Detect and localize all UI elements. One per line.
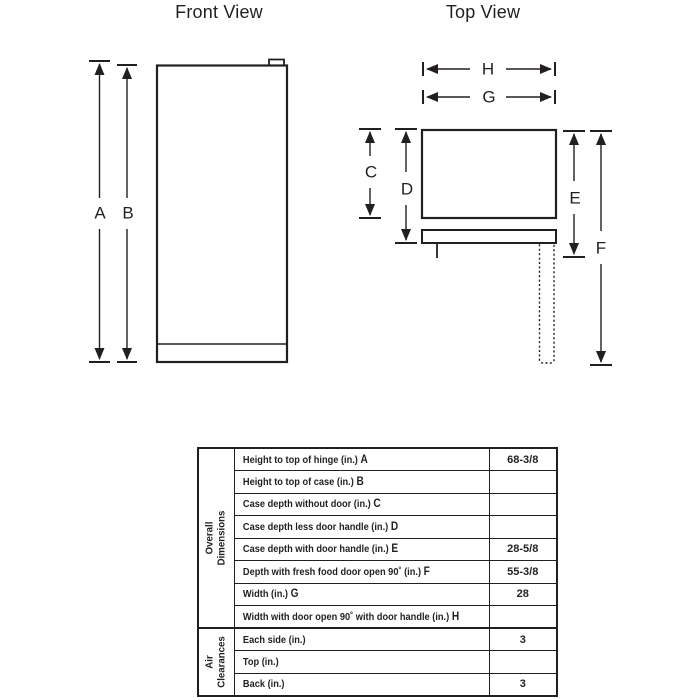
table-row: Width with door open 90˚ with door handl… bbox=[198, 605, 558, 629]
table-row: Top (in.) bbox=[198, 650, 558, 674]
dimension-diagram bbox=[89, 58, 612, 366]
dim-d-arrow bbox=[395, 128, 417, 244]
dim-b-arrow bbox=[117, 64, 137, 363]
dimensions-table: Overall Dimensions Height to top of hing… bbox=[197, 447, 558, 697]
dim-label-g: G bbox=[482, 87, 496, 107]
table-row: Overall Dimensions Height to top of hing… bbox=[197, 447, 558, 629]
dim-label-c: C bbox=[364, 162, 378, 182]
top-view-drawing bbox=[359, 62, 612, 366]
dimension-letter: D bbox=[390, 520, 398, 533]
dim-c-arrow bbox=[359, 128, 381, 219]
dimension-value-cell: 3 bbox=[488, 627, 558, 652]
dimension-label-cell: Width (in.)G bbox=[233, 582, 490, 607]
dimension-value-cell bbox=[488, 605, 558, 629]
section-header-air-clearances: Air Clearances bbox=[197, 627, 235, 697]
table-row: Width (in.)G 28 bbox=[198, 582, 558, 607]
dimension-label-cell: Each side (in.) bbox=[233, 627, 490, 652]
dimension-label-cell: Depth with fresh food door open 90˚ (in.… bbox=[233, 560, 490, 584]
front-view-drawing bbox=[89, 58, 289, 364]
dimension-letter: H bbox=[451, 610, 459, 623]
fridge-door-top bbox=[421, 229, 557, 244]
dimension-value-cell bbox=[488, 515, 558, 539]
top-view-title: Top View bbox=[445, 2, 521, 22]
dimension-value-cell bbox=[488, 650, 558, 674]
dimension-value-cell: 28 bbox=[488, 582, 558, 607]
dim-label-d: D bbox=[400, 179, 414, 199]
section-header-overall-dimensions: Overall Dimensions bbox=[197, 447, 235, 629]
dimension-letter: A bbox=[360, 453, 368, 466]
dim-label-a: A bbox=[94, 203, 106, 223]
dimension-value-cell bbox=[488, 470, 558, 494]
table-row: Case depth without door (in.)C bbox=[198, 492, 558, 517]
dimension-letter: G bbox=[290, 588, 299, 601]
dimension-label-cell: Width with door open 90˚ with door handl… bbox=[233, 605, 490, 629]
dim-e-arrow bbox=[563, 130, 585, 258]
dim-a-arrow bbox=[89, 60, 110, 363]
table-row: Case depth less door handle (in.)D bbox=[198, 515, 558, 539]
dimension-label-cell: Height to top of case (in.)B bbox=[233, 470, 490, 494]
dim-label-h: H bbox=[481, 59, 495, 79]
door-hinge-top bbox=[268, 58, 285, 66]
dimension-label-cell: Case depth with door handle (in.)E bbox=[233, 537, 490, 562]
dimension-label-cell: Case depth less door handle (in.)D bbox=[233, 515, 490, 539]
front-view-title: Front View bbox=[175, 2, 263, 22]
dimension-value-cell bbox=[488, 492, 558, 517]
table-row: Case depth with door handle (in.)E 28-5/… bbox=[198, 537, 558, 562]
dim-label-e: E bbox=[569, 188, 581, 208]
dim-label-f: F bbox=[595, 238, 607, 258]
dimensions-table-body: Overall Dimensions Height to top of hing… bbox=[197, 447, 558, 697]
dimension-label-cell: Top (in.) bbox=[233, 650, 490, 674]
table-row: Back (in.) 3 bbox=[198, 672, 558, 697]
fridge-case-front bbox=[155, 64, 289, 364]
table-row: Height to top of case (in.)B bbox=[198, 470, 558, 494]
dim-f-arrow bbox=[590, 130, 612, 366]
fridge-case-top bbox=[420, 128, 558, 220]
dimension-letter: B bbox=[355, 475, 364, 488]
dimension-value-cell: 55-3/8 bbox=[488, 560, 558, 584]
dimension-label-cell: Back (in.) bbox=[233, 672, 490, 697]
table-row: Air Clearances Each side (in.) 3 bbox=[197, 627, 558, 697]
dimension-letter: F bbox=[423, 565, 430, 578]
dimension-label-cell: Case depth without door (in.)C bbox=[233, 492, 490, 517]
door-open-90-outline bbox=[538, 232, 555, 364]
dim-h-arrow bbox=[422, 62, 556, 76]
dimension-value-cell: 3 bbox=[488, 672, 558, 697]
dimension-value-cell: 68-3/8 bbox=[488, 447, 558, 472]
dim-g-arrow bbox=[422, 90, 556, 104]
dim-label-b: B bbox=[122, 203, 134, 223]
dimension-label-cell: Height to top of hinge (in.)A bbox=[233, 447, 490, 472]
dimension-letter: E bbox=[390, 543, 398, 556]
dimension-letter: C bbox=[372, 498, 381, 511]
table-row: Depth with fresh food door open 90˚ (in.… bbox=[198, 560, 558, 584]
dimension-value-cell: 28-5/8 bbox=[488, 537, 558, 562]
